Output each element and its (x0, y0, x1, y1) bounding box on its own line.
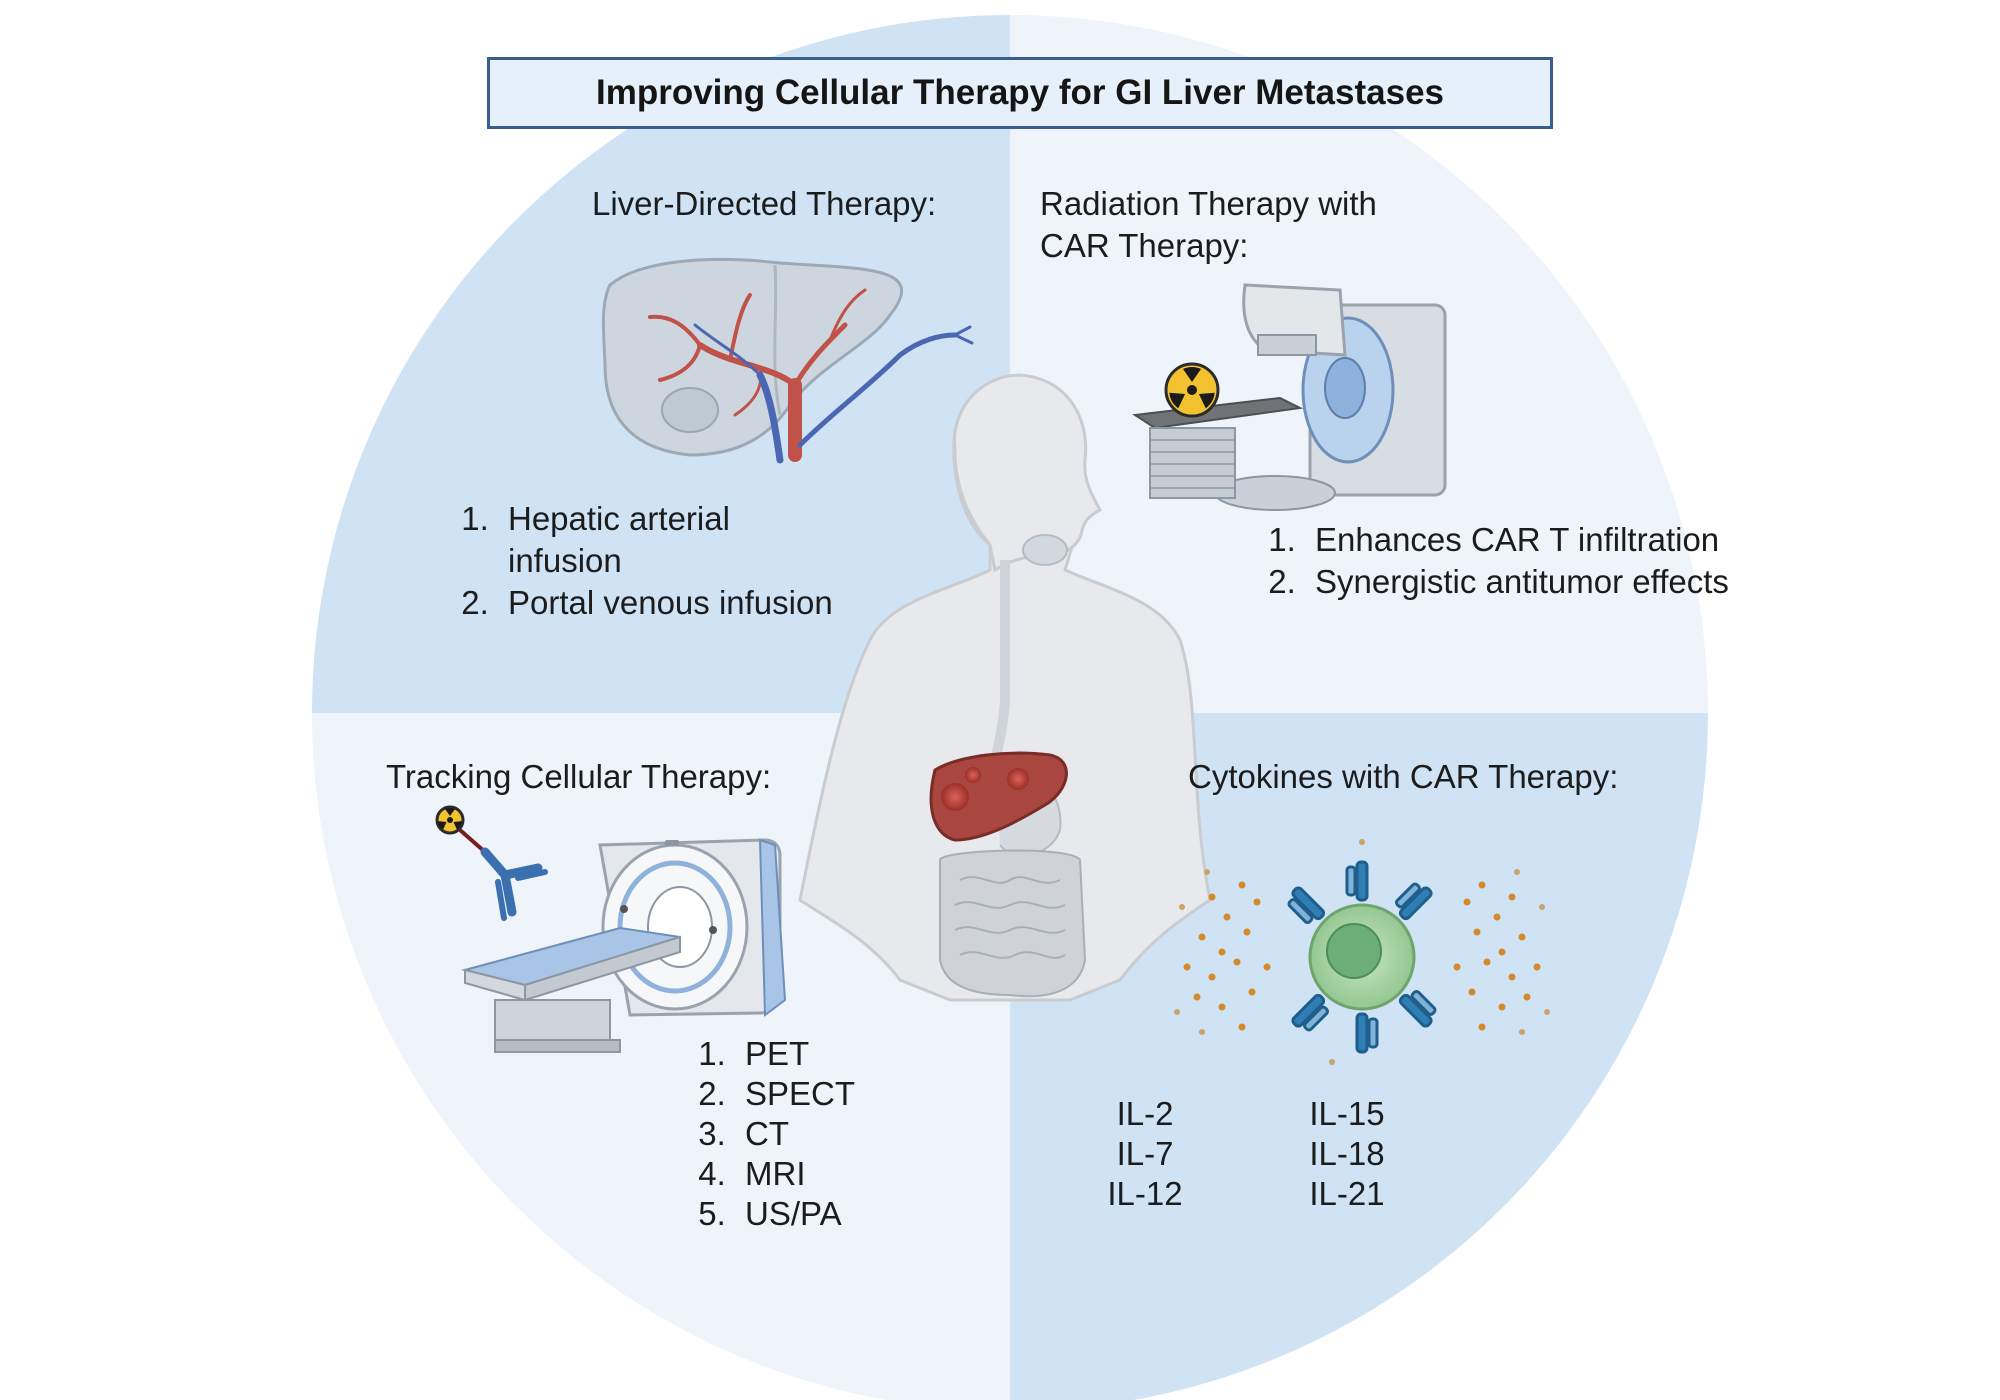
tracking-heading: Tracking Cellular Therapy: (386, 758, 772, 795)
linear-accelerator-icon (1132, 283, 1447, 511)
cytokine-label: IL-18 (1309, 1135, 1385, 1172)
list-item: SPECT (735, 1074, 955, 1114)
radiation-list: Enhances CAR T infiltration Synergistic … (1245, 519, 1735, 603)
cytokine-label: IL-7 (1116, 1135, 1174, 1172)
radiation-heading-line1: Radiation Therapy with (1040, 185, 1377, 222)
list-item: Enhances CAR T infiltration (1305, 519, 1735, 561)
list-item: Hepatic arterial infusion (498, 498, 838, 582)
list-item: PET (735, 1034, 955, 1074)
cytokine-dots (1174, 839, 1550, 1065)
cytokine-label: IL-21 (1309, 1175, 1385, 1212)
list-item: US/PA (735, 1194, 955, 1234)
list-item: CT (735, 1114, 955, 1154)
cytokine-label: IL-2 (1116, 1095, 1174, 1132)
cytokine-column-left: IL-2 IL-7 IL-12 (1075, 1094, 1215, 1214)
radiolabeled-antibody-icon (435, 805, 548, 921)
radiation-heading-line2: CAR Therapy: (1040, 227, 1249, 264)
cytokine-column-right: IL-15 IL-18 IL-21 (1277, 1094, 1417, 1214)
liver-vessels-icon (601, 257, 974, 464)
tracking-modalities-list: PET SPECT CT MRI US/PA (680, 1034, 955, 1234)
car-t-cell-icon (1174, 839, 1550, 1065)
radiation-symbol-icon (1164, 362, 1220, 418)
list-item: Synergistic antitumor effects (1305, 561, 1735, 603)
list-item: MRI (735, 1154, 955, 1194)
cytokine-label: IL-12 (1107, 1175, 1183, 1212)
title-box: Improving Cellular Therapy for GI Liver … (487, 57, 1553, 129)
diagram-title: Improving Cellular Therapy for GI Liver … (595, 73, 1445, 112)
pet-ct-scanner-icon (461, 838, 787, 1053)
liver-directed-list: Hepatic arterial infusion Portal venous … (440, 498, 838, 624)
cytokines-heading: Cytokines with CAR Therapy: (1188, 758, 1619, 795)
human-torso-icon (798, 373, 1212, 1002)
cytokine-label: IL-15 (1309, 1095, 1385, 1132)
list-item: Portal venous infusion (498, 582, 838, 624)
liver-directed-heading: Liver-Directed Therapy: (592, 185, 937, 222)
car-receptors (1287, 860, 1437, 1054)
